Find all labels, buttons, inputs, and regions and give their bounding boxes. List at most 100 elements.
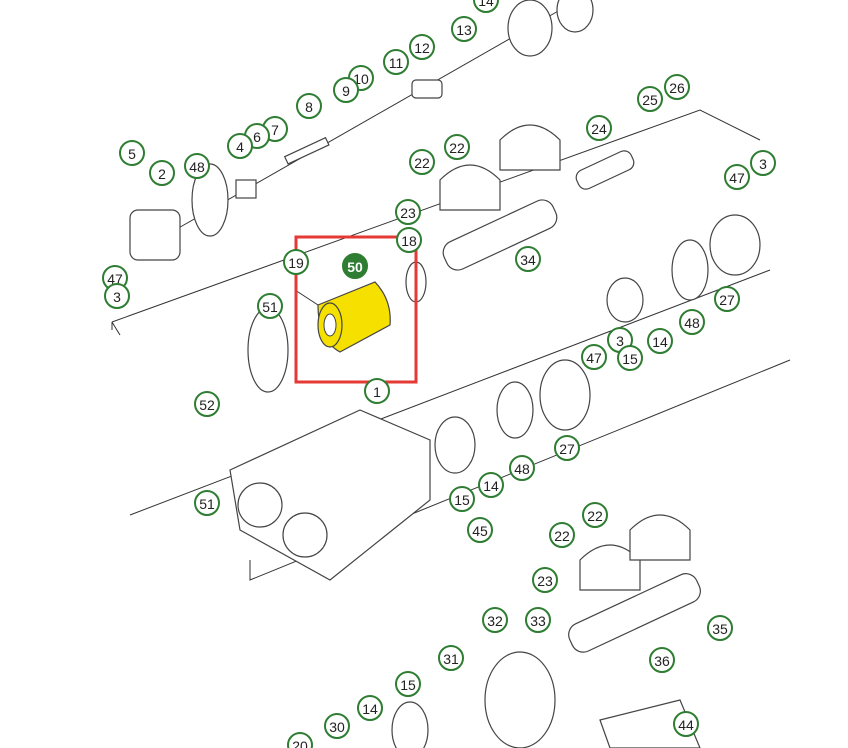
callout-label: 35 (712, 621, 728, 637)
callout-label: 22 (449, 140, 465, 156)
callout-label: 47 (729, 170, 745, 186)
callout-22[interactable]: 22 (409, 149, 435, 175)
callout-24[interactable]: 24 (586, 115, 612, 141)
callout-label: 47 (586, 350, 602, 366)
callout-15[interactable]: 15 (395, 671, 421, 697)
callout-4[interactable]: 4 (227, 133, 253, 159)
callout-32[interactable]: 32 (482, 607, 508, 633)
callout-circle (582, 502, 608, 528)
callout-14[interactable]: 14 (478, 472, 504, 498)
callout-15[interactable]: 15 (449, 486, 475, 512)
callout-26[interactable]: 26 (664, 74, 690, 100)
callout-label: 3 (759, 156, 767, 172)
callout-47[interactable]: 47 (724, 164, 750, 190)
callout-label: 36 (654, 653, 670, 669)
callout-circle (664, 74, 690, 100)
callout-label: 10 (353, 71, 369, 87)
callout-51[interactable]: 51 (257, 293, 283, 319)
part-housing (229, 409, 431, 581)
callout-33[interactable]: 33 (525, 607, 551, 633)
callout-circle (395, 671, 421, 697)
callout-circle (194, 490, 220, 516)
callout-15[interactable]: 15 (617, 345, 643, 371)
callout-36[interactable]: 36 (649, 647, 675, 673)
callout-label: 48 (684, 315, 700, 331)
callout-52[interactable]: 52 (194, 391, 220, 417)
callout-9[interactable]: 9 (333, 77, 359, 103)
callout-51[interactable]: 51 (194, 490, 220, 516)
callout-label: 3 (113, 289, 121, 305)
callout-3[interactable]: 3 (750, 150, 776, 176)
callout-label: 33 (530, 613, 546, 629)
callout-34[interactable]: 34 (515, 246, 541, 272)
callout-48[interactable]: 48 (184, 153, 210, 179)
callout-circle (383, 49, 409, 75)
callout-circle (396, 227, 422, 253)
callout-circle (647, 328, 673, 354)
part-gear (247, 307, 289, 393)
callout-23[interactable]: 23 (395, 199, 421, 225)
callout-23[interactable]: 23 (532, 567, 558, 593)
callout-label: 18 (401, 233, 417, 249)
callout-circle (395, 199, 421, 225)
callout-14[interactable]: 14 (357, 695, 383, 721)
callout-circle (482, 607, 508, 633)
callout-label: 51 (199, 496, 215, 512)
callout-circle (649, 647, 675, 673)
callout-35[interactable]: 35 (707, 615, 733, 641)
callout-circle (750, 150, 776, 176)
callout-22[interactable]: 22 (582, 502, 608, 528)
callout-18[interactable]: 18 (396, 227, 422, 253)
callout-label: 15 (622, 351, 638, 367)
highlighted-part-50[interactable] (294, 281, 391, 353)
callout-label: 6 (253, 129, 261, 145)
callout-19[interactable]: 19 (283, 249, 309, 275)
callout-label: 26 (669, 80, 685, 96)
callout-label: 44 (678, 717, 694, 733)
callout-14[interactable]: 14 (647, 328, 673, 354)
callout-47[interactable]: 47 (581, 344, 607, 370)
callout-22[interactable]: 22 (444, 134, 470, 160)
callout-circle (227, 133, 253, 159)
callout-27[interactable]: 27 (554, 435, 580, 461)
callout-22[interactable]: 22 (549, 522, 575, 548)
callout-label: 20 (292, 738, 308, 748)
callout-30[interactable]: 30 (324, 713, 350, 739)
callout-45[interactable]: 45 (467, 517, 493, 543)
callout-13[interactable]: 13 (451, 16, 477, 42)
callout-circle (184, 153, 210, 179)
callout-circle (449, 486, 475, 512)
callout-8[interactable]: 8 (296, 93, 322, 119)
callout-3[interactable]: 3 (104, 283, 130, 309)
part-spring (575, 150, 635, 190)
callout-48[interactable]: 48 (509, 455, 535, 481)
callout-31[interactable]: 31 (438, 645, 464, 671)
callout-label: 9 (342, 83, 350, 99)
callout-44[interactable]: 44 (673, 711, 699, 737)
callout-circle (357, 695, 383, 721)
callout-50[interactable]: 50 (342, 253, 368, 279)
callout-25[interactable]: 25 (637, 86, 663, 112)
callout-label: 14 (362, 701, 378, 717)
callout-1[interactable]: 1 (364, 378, 390, 404)
callout-5[interactable]: 5 (119, 140, 145, 166)
callout-20[interactable]: 20 (287, 732, 313, 748)
callout-circle (617, 345, 643, 371)
callout-label: 30 (329, 719, 345, 735)
callout-48[interactable]: 48 (679, 309, 705, 335)
callout-label: 8 (305, 99, 313, 115)
callout-circle (707, 615, 733, 641)
part-ring (191, 163, 229, 237)
callout-12[interactable]: 12 (409, 34, 435, 60)
callout-circle (409, 149, 435, 175)
callout-14[interactable]: 14 (473, 0, 499, 13)
callout-27[interactable]: 27 (714, 286, 740, 312)
callout-label: 5 (128, 146, 136, 162)
callout-circle (333, 77, 359, 103)
parts-drawing (129, 0, 761, 748)
callout-11[interactable]: 11 (383, 49, 409, 75)
callout-circle (324, 713, 350, 739)
callout-2[interactable]: 2 (149, 160, 175, 186)
callout-label: 45 (472, 523, 488, 539)
